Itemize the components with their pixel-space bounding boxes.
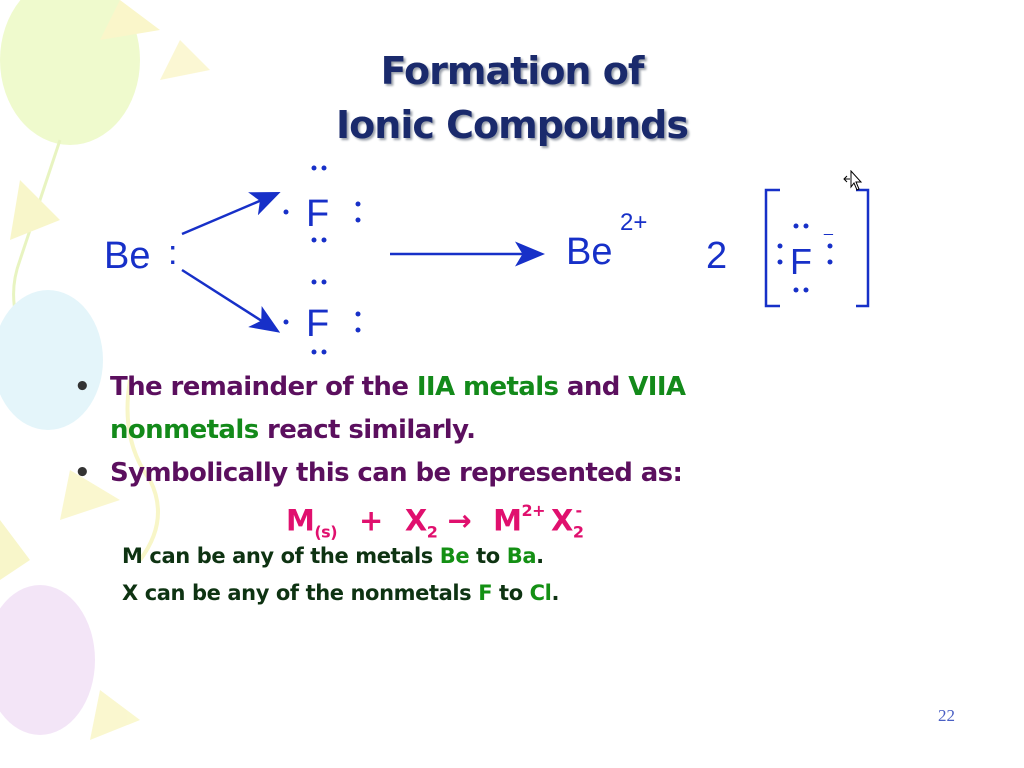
- be-ion-label: Be: [566, 231, 612, 273]
- bullet-1-text-end: react similarly.: [258, 415, 476, 445]
- upper-f-label: F: [306, 193, 329, 235]
- bullet-list: • The remainder of the IIA metals and VI…: [72, 366, 832, 495]
- eq-product-halide-subscript: 2: [572, 522, 584, 542]
- arrow-to-lower-f: [181, 268, 281, 333]
- note-nonmetals: X can be any of the nonmetals F to Cl.: [122, 581, 560, 605]
- bullet-1-highlight-metals: IIA metals: [416, 372, 559, 402]
- eq-product-metal: M: [493, 503, 522, 538]
- bullet-1-text: The remainder of the: [110, 372, 417, 402]
- be-colon: :: [168, 234, 177, 272]
- fluoride-f-label: F: [790, 241, 812, 282]
- note-ba: Ba: [506, 544, 537, 568]
- eq-metal: M: [286, 503, 315, 538]
- note-be: Be: [439, 544, 470, 568]
- bullet-item-2: • Symbolically this can be represented a…: [72, 452, 832, 495]
- note-f: F: [478, 581, 493, 605]
- fluoride-charge: _: [823, 219, 834, 236]
- arrow-to-upper-f: [181, 192, 281, 236]
- notes-block: M can be any of the metals Be to Ba. X c…: [122, 538, 559, 612]
- note-metals: M can be any of the metals Be to Ba.: [122, 544, 544, 568]
- be-left-label: Be: [104, 235, 150, 277]
- eq-halogen-subscript: 2: [426, 522, 438, 542]
- be-ion-charge: 2+: [620, 209, 647, 236]
- eq-product-halide-charge: -: [575, 501, 583, 520]
- slide-title: Formation of Ionic Compounds: [0, 44, 1024, 152]
- bullet-1-text-and: and: [558, 372, 629, 402]
- title-line-1: Formation of: [380, 49, 645, 93]
- bullet-marker: •: [74, 458, 91, 488]
- bullet-2-text: Symbolically this can be represented as:: [110, 458, 683, 488]
- eq-product-halide: X: [551, 503, 573, 538]
- upper-fluorine-atom: F: [283, 165, 361, 243]
- eq-metal-state: (s): [314, 522, 338, 542]
- fluoride-coefficient: 2: [706, 235, 727, 277]
- balloon-blue: [0, 290, 103, 430]
- note-cl: Cl: [529, 581, 552, 605]
- eq-arrow: →: [447, 503, 472, 538]
- eq-plus: +: [359, 503, 383, 538]
- right-bracket: [856, 188, 870, 308]
- title-line-2: Ionic Compounds: [336, 103, 689, 147]
- eq-product-metal-charge: 2+: [521, 501, 546, 520]
- lower-f-label: F: [306, 303, 329, 345]
- fluoride-ion: F: [777, 223, 833, 293]
- general-equation: M(s)+X2→M2+X2-: [286, 492, 706, 555]
- left-bracket: [764, 188, 780, 308]
- page-number: 22: [938, 706, 955, 725]
- balloon-purple: [0, 585, 95, 735]
- bullet-marker: •: [74, 372, 91, 402]
- bullet-1-highlight-nonmetals: nonmetals: [110, 415, 259, 445]
- bullet-item-1: • The remainder of the IIA metals and VI…: [72, 366, 832, 452]
- move-cursor-icon: [843, 170, 863, 191]
- eq-halogen: X: [404, 503, 427, 538]
- bullet-1-highlight-viia: VIIA: [628, 372, 686, 402]
- lower-fluorine-atom: F: [283, 279, 361, 355]
